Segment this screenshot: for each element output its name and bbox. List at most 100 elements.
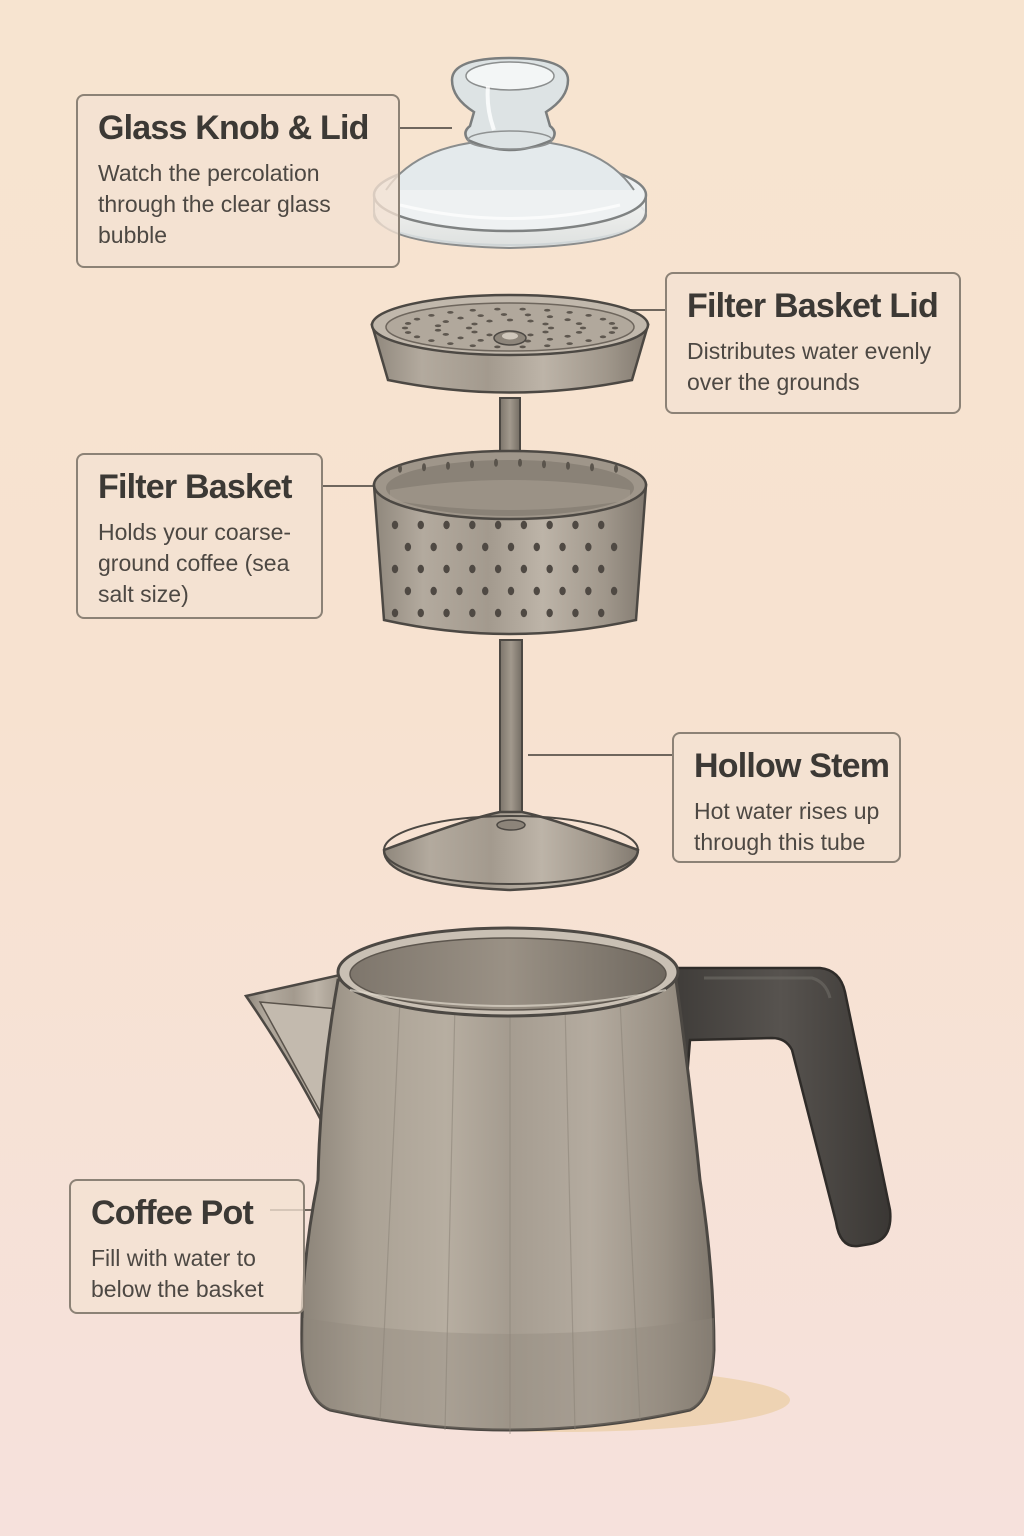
- perforation-hole: [524, 339, 532, 343]
- perforation-hole: [559, 542, 566, 552]
- perforation-hole: [608, 322, 616, 325]
- perforation-hole: [494, 345, 501, 349]
- perforation-hole: [413, 335, 421, 339]
- perforation-hole: [469, 308, 476, 312]
- callout-coffee-pot: Coffee Pot Fill with water to below the …: [69, 1179, 305, 1314]
- filter-basket-illustration: [372, 449, 648, 636]
- perforation-hole: [457, 336, 464, 340]
- perforation-hole: [507, 586, 515, 596]
- callout-description: Fill with water to below the basket: [91, 1245, 264, 1302]
- perforation-hole: [608, 331, 616, 334]
- perforation-hole: [506, 318, 514, 322]
- perforation-hole: [494, 307, 501, 311]
- perforation-hole: [585, 314, 592, 317]
- perforation-hole: [542, 322, 549, 326]
- perforation-hole: [443, 608, 450, 618]
- perforation-hole: [417, 608, 424, 618]
- callout-description-line-1: Distributes water evenly: [687, 338, 932, 364]
- perforation-hole: [434, 328, 442, 332]
- perforation-hole: [598, 564, 605, 574]
- perforation-hole: [404, 331, 412, 334]
- perforation-hole: [494, 564, 502, 574]
- perforation-hole: [494, 520, 502, 530]
- perforation-hole: [614, 464, 618, 473]
- perforation-hole: [443, 520, 450, 530]
- perforation-hole: [598, 608, 605, 618]
- perforation-hole: [519, 307, 526, 311]
- callout-filter-basket-lid: Filter Basket Lid Distributes water even…: [665, 272, 961, 414]
- perforation-hole: [404, 542, 412, 552]
- callout-description-line-1: Hot water rises up: [694, 798, 880, 824]
- filter-basket-lid-illustration: [370, 293, 650, 394]
- perforation-hole: [401, 326, 409, 330]
- perforation-hole: [610, 586, 618, 596]
- perforation-hole: [465, 326, 473, 330]
- perforation-hole: [456, 586, 463, 596]
- perforation-hole: [544, 308, 551, 312]
- perforation-hole: [599, 317, 607, 321]
- perforation-hole: [520, 520, 528, 530]
- perforation-hole: [443, 564, 450, 574]
- perforation-hole: [559, 586, 566, 596]
- perforation-hole: [391, 520, 399, 530]
- perforation-hole: [547, 326, 555, 330]
- perforation-hole: [404, 322, 412, 325]
- perforation-hole: [486, 319, 493, 323]
- callout-description-line-2: over the grounds: [687, 369, 860, 395]
- perforation-hole: [544, 344, 551, 348]
- perforation-hole: [434, 324, 442, 328]
- perforation-hole: [404, 586, 412, 596]
- perforation-hole: [447, 310, 454, 314]
- perforation-hole: [542, 330, 549, 334]
- perforation-hole: [598, 520, 605, 530]
- callout-title: Filter Basket Lid: [687, 287, 939, 325]
- perforation-hole: [477, 338, 484, 342]
- perforation-hole: [585, 586, 592, 596]
- perforation-hole: [391, 564, 399, 574]
- perforation-hole: [590, 463, 594, 472]
- perforation-hole: [422, 463, 426, 472]
- perforation-hole: [527, 319, 534, 323]
- perforation-hole: [413, 317, 421, 321]
- perforation-hole: [610, 542, 618, 552]
- perforation-hole: [575, 322, 583, 326]
- callout-description: Watch the percolation through the clear …: [98, 160, 331, 248]
- perforation-hole: [546, 564, 553, 574]
- perforation-hole: [471, 330, 478, 334]
- callout-filter-basket: Filter Basket Holds your coarse-ground c…: [76, 453, 323, 619]
- perforation-hole: [519, 345, 526, 349]
- perforation-hole: [579, 326, 587, 330]
- perforation-hole: [564, 334, 571, 338]
- callout-description: Holds your coarse-ground coffee (sea sal…: [98, 519, 292, 607]
- perforation-hole: [398, 464, 402, 473]
- perforation-hole: [527, 333, 534, 337]
- coffee-pot-illustration: [243, 926, 892, 1434]
- perforation-hole: [546, 608, 553, 618]
- callout-description-line-2: through this tube: [694, 829, 866, 855]
- perforation-hole: [428, 314, 435, 317]
- perforation-hole: [518, 458, 522, 467]
- perforation-hole: [430, 586, 437, 596]
- perforation-hole: [482, 542, 489, 552]
- perforation-hole: [442, 333, 449, 336]
- perforation-hole: [585, 542, 592, 552]
- perforation-hole: [486, 333, 493, 337]
- callout-glass-knob-lid: Glass Knob & Lid Watch the percolation t…: [76, 94, 400, 268]
- perforation-hole: [566, 461, 570, 470]
- perforation-hole: [417, 564, 424, 574]
- perforation-hole: [442, 320, 449, 323]
- perforation-hole: [470, 460, 474, 469]
- perforation-hole: [575, 330, 583, 334]
- perforation-hole: [520, 564, 528, 574]
- perforation-hole: [456, 542, 463, 552]
- hollow-stem-illustration: [382, 639, 640, 892]
- perforation-hole: [494, 458, 498, 467]
- perforation-hole: [469, 520, 476, 530]
- perforation-hole: [520, 608, 528, 618]
- callout-title: Filter Basket: [98, 468, 292, 506]
- perforation-hole: [572, 520, 579, 530]
- perforation-hole: [469, 564, 476, 574]
- callout-hollow-stem: Hollow Stem Hot water rises up through t…: [672, 732, 901, 863]
- perforation-hole: [524, 313, 532, 317]
- callout-title: Hollow Stem: [694, 747, 890, 785]
